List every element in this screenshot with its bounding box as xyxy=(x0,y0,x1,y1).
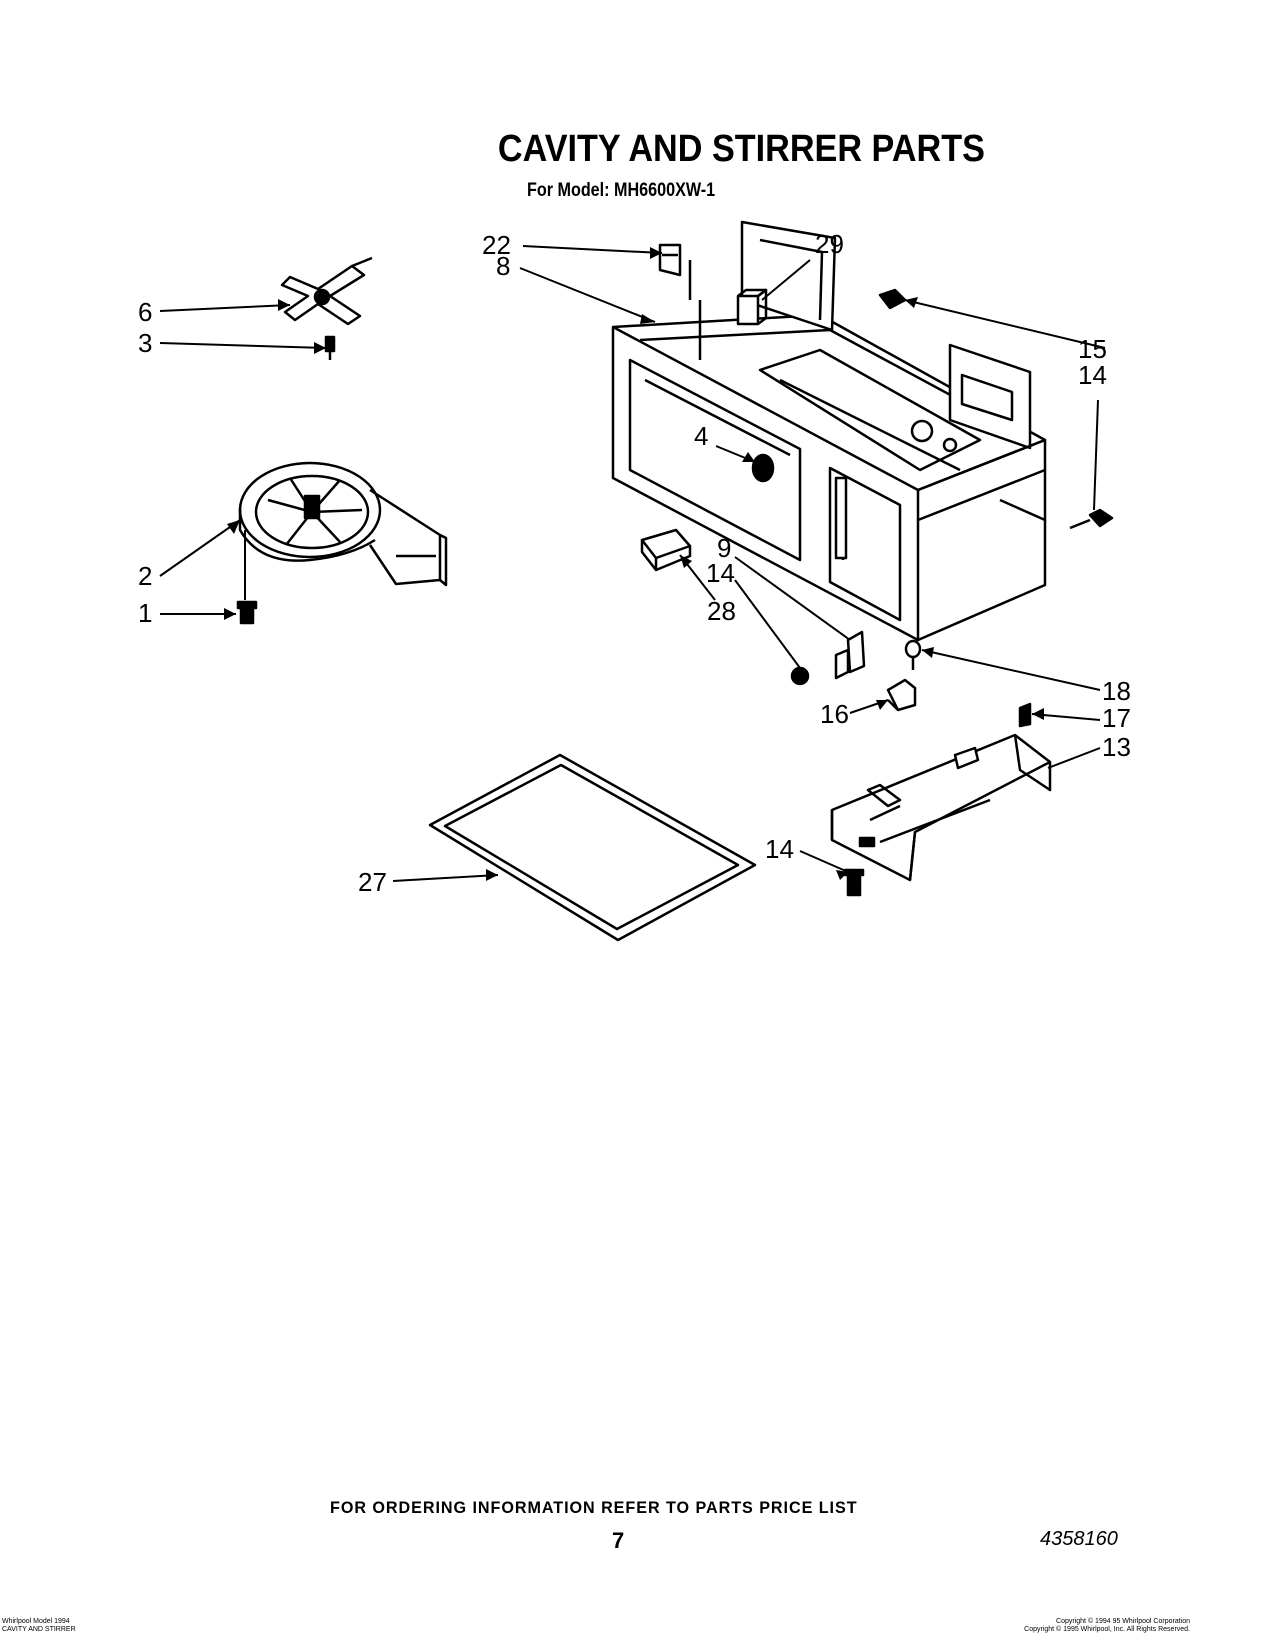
callout-13: 13 xyxy=(1102,732,1131,762)
cavity-frame xyxy=(611,220,1047,642)
model-footnote-line1: Whirlpool Model 1994 xyxy=(2,1618,70,1625)
latch-part xyxy=(878,288,907,310)
hinge-bracket xyxy=(790,630,866,686)
bolt-part xyxy=(904,639,922,670)
callout-8: 8 xyxy=(496,251,510,281)
callout-6: 6 xyxy=(138,297,152,327)
bracket-part xyxy=(886,678,917,712)
leader-lines xyxy=(159,245,1106,882)
callout-14-bottom: 14 xyxy=(765,834,794,864)
callout-18: 18 xyxy=(1102,676,1131,706)
callout-16: 16 xyxy=(820,699,849,729)
callout-14-right: 14 xyxy=(1078,360,1107,390)
model-subtitle: For Model: MH6600XW-1 xyxy=(527,180,716,201)
callout-14-middle: 14 xyxy=(706,558,735,588)
blower-screw xyxy=(236,600,258,625)
callout-17: 17 xyxy=(1102,703,1131,733)
callout-1: 1 xyxy=(138,598,152,628)
callout-4: 4 xyxy=(694,421,708,451)
page-title: CAVITY AND STIRRER PARTS xyxy=(497,128,985,170)
callout-29: 29 xyxy=(815,229,844,259)
glass-tray xyxy=(428,753,757,942)
stirrer-blade xyxy=(280,256,373,326)
blower-housing xyxy=(238,461,448,587)
page-number: 7 xyxy=(612,1528,625,1553)
right-screw xyxy=(1069,508,1114,530)
arrowheads xyxy=(224,247,1044,881)
clip-part xyxy=(658,243,682,277)
bottom-screw xyxy=(843,868,865,897)
ordering-note: FOR ORDERING INFORMATION REFER TO PARTS … xyxy=(330,1498,858,1517)
callout-28: 28 xyxy=(707,596,736,626)
copyright-footnote: Copyright © 1994 95 Whirlpool Corporatio… xyxy=(1000,1618,1190,1634)
callout-9: 9 xyxy=(717,533,731,563)
mounting-plate xyxy=(830,733,1052,882)
callout-3: 3 xyxy=(138,328,152,358)
callout-15: 15 xyxy=(1078,334,1107,364)
copyright-line1: Copyright © 1994 95 Whirlpool Corporatio… xyxy=(1056,1618,1190,1625)
copyright-line2: Copyright © 1995 Whirlpool, Inc. All Rig… xyxy=(1024,1626,1190,1633)
callout-2: 2 xyxy=(138,561,152,591)
small-clip xyxy=(1018,702,1032,728)
callout-22: 22 xyxy=(482,230,511,260)
callout-27: 27 xyxy=(358,867,387,897)
document-number: 4358160 xyxy=(1040,1528,1118,1550)
model-footnote: Whirlpool Model 1994 CAVITY AND STIRRER xyxy=(2,1618,76,1634)
model-footnote-line2: CAVITY AND STIRRER xyxy=(2,1626,76,1633)
stirrer-screw xyxy=(324,335,336,360)
callout-labels: 22 8 29 6 3 15 14 4 2 1 9 14 28 18 16 17… xyxy=(138,229,1131,897)
pad-part xyxy=(640,528,692,572)
